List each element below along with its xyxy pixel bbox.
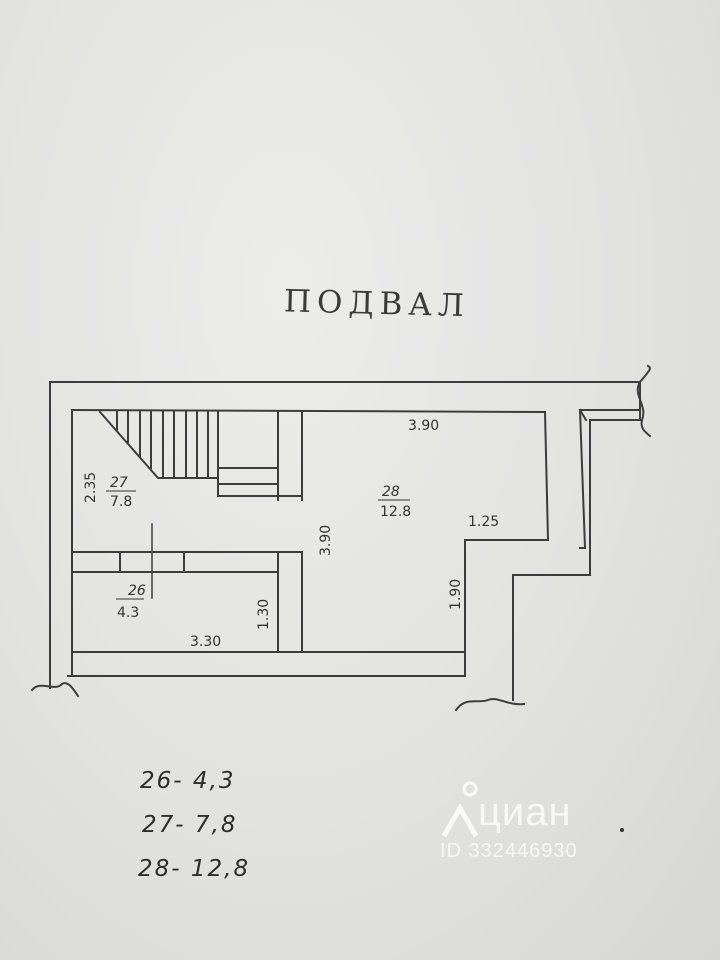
partition-26-28 [277, 551, 303, 653]
area-note-28: 28- 12,8 [138, 856, 251, 882]
dim-height-26: 1.30 [256, 599, 272, 630]
partition-27-28 [277, 411, 303, 501]
top-inner-wall [70, 408, 547, 414]
dim-step-width: 1.25 [468, 514, 499, 530]
room-26-number: 26 [128, 583, 146, 599]
dim-height-28: 3.90 [318, 525, 334, 556]
dim-top-width-28: 3.90 [408, 418, 439, 434]
watermark: циан ID 332446930 [440, 780, 660, 870]
area-note-27: 27- 7,8 [142, 812, 238, 838]
stair-block [217, 411, 303, 497]
right-outer-wall [512, 409, 641, 701]
break-line-top-right [636, 364, 652, 438]
room-26-shelf [119, 551, 185, 573]
outer-wall [49, 381, 641, 549]
area-note-26: 26- 4,3 [140, 768, 236, 794]
dim-step-height: 1.90 [448, 579, 464, 610]
right-outer-top [578, 408, 588, 422]
room-27-number: 27 [110, 475, 128, 491]
location-pin-icon [462, 781, 478, 797]
room-27-area: 7.8 [110, 494, 132, 510]
break-line-bottom-left [30, 682, 80, 698]
room-28-area: 12.8 [380, 504, 411, 520]
pen-dot [620, 828, 624, 832]
right-wall-28 [464, 410, 550, 677]
partition-26-28-top [71, 551, 303, 573]
break-line-bottom-right [454, 698, 526, 712]
cian-logo-icon [441, 804, 479, 838]
stair-treads [116, 411, 209, 479]
room-26-area: 4.3 [117, 605, 139, 621]
dim-height-27: 2.35 [83, 472, 99, 503]
watermark-brand: циан [478, 790, 572, 834]
dim-width-26: 3.30 [190, 634, 221, 650]
watermark-id: ID 332446930 [440, 840, 578, 862]
room-28-number: 28 [382, 484, 400, 500]
